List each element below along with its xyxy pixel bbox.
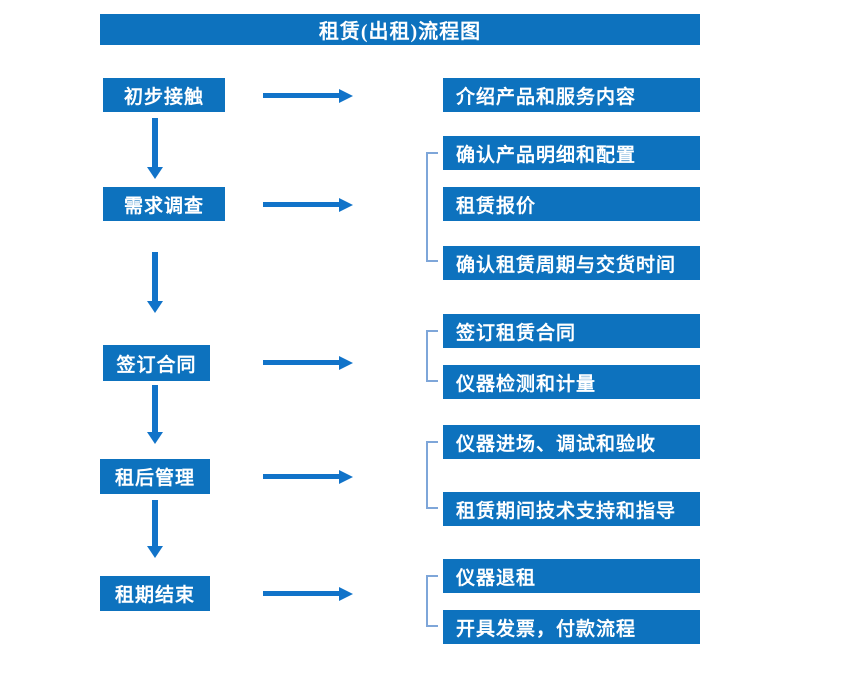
down-arrow-1: [152, 118, 158, 168]
step-demand-survey: 需求调查: [103, 187, 225, 221]
flowchart-title: 租赁(出租)流程图: [100, 14, 700, 45]
down-arrow-4: [152, 500, 158, 547]
step-rental-end: 租期结束: [100, 576, 210, 611]
item-rental-quote: 租赁报价: [443, 187, 700, 221]
down-arrow-3: [152, 385, 158, 433]
item-confirm-details-config: 确认产品明细和配置: [443, 136, 700, 170]
item-confirm-period-delivery: 确认租赁周期与交货时间: [443, 246, 700, 280]
group-bracket-post-rental: [426, 441, 438, 509]
right-arrow-4: [263, 474, 340, 479]
right-arrow-3: [263, 360, 340, 365]
group-bracket-demand-survey: [426, 152, 438, 262]
group-bracket-sign-contract: [426, 330, 438, 382]
item-introduce-products: 介绍产品和服务内容: [443, 78, 700, 112]
item-tech-support-guidance: 租赁期间技术支持和指导: [443, 492, 700, 526]
item-instrument-return: 仪器退租: [443, 559, 700, 593]
item-invoice-payment: 开具发票，付款流程: [443, 610, 700, 644]
right-arrow-5: [263, 591, 340, 596]
item-instrument-testing-metering: 仪器检测和计量: [443, 365, 700, 399]
step-post-rental-management: 租后管理: [100, 459, 210, 494]
step-sign-contract: 签订合同: [103, 345, 210, 381]
down-arrow-2: [152, 252, 158, 302]
step-initial-contact: 初步接触: [103, 78, 225, 112]
right-arrow-1: [263, 93, 340, 98]
item-instrument-entry-acceptance: 仪器进场、调试和验收: [443, 425, 700, 459]
item-sign-rental-contract: 签订租赁合同: [443, 314, 700, 348]
group-bracket-rental-end: [426, 575, 438, 627]
right-arrow-2: [263, 202, 340, 207]
